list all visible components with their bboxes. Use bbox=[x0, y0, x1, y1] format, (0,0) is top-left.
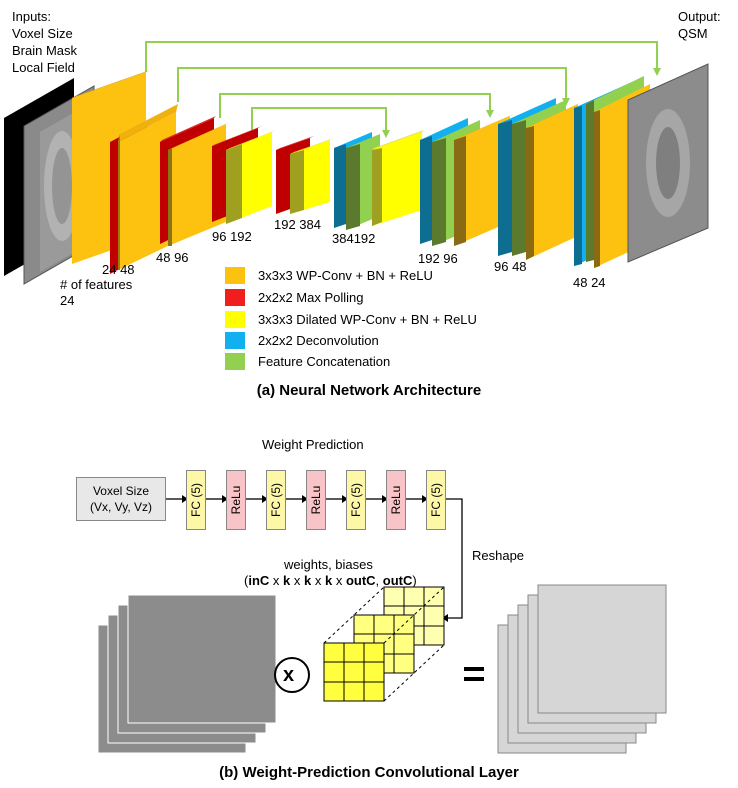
legend-label-concat: Feature Concatenation bbox=[258, 354, 391, 369]
feature-count-enc2: 48 96 bbox=[156, 250, 189, 265]
voxel-size-box: Voxel Size (Vx, Vy, Vz) bbox=[76, 477, 166, 521]
multiply-operator bbox=[274, 657, 310, 693]
dec2-dilated-block bbox=[372, 130, 424, 226]
skip-connection-4 bbox=[251, 107, 387, 132]
kernel-grids bbox=[323, 586, 445, 702]
bias-out-channels: outC bbox=[382, 573, 413, 588]
legend-swatch-conv bbox=[225, 267, 245, 284]
skip-connection-2 bbox=[177, 67, 567, 102]
legend-swatch-dilated bbox=[225, 311, 245, 328]
output-qsm: QSM bbox=[678, 26, 708, 41]
feature-count-dec1: 96 48 bbox=[494, 259, 527, 274]
output-image bbox=[627, 63, 709, 263]
feature-count-enc1: 24 48 bbox=[102, 262, 135, 277]
outputs-heading: Output: bbox=[678, 9, 721, 24]
fc-layer-1-label: FC (5) bbox=[189, 483, 203, 517]
weight-prediction-title: Weight Prediction bbox=[262, 437, 364, 452]
feature-count-dec2: 192 96 bbox=[418, 251, 458, 266]
dec0-conv-block bbox=[526, 102, 582, 260]
reshape-label: Reshape bbox=[472, 548, 525, 563]
legend-swatch-deconv bbox=[225, 332, 245, 349]
num-features-caption: # of features bbox=[60, 277, 133, 292]
input-brain-mask: Brain Mask bbox=[12, 43, 78, 58]
fc-layer-1: FC (5) bbox=[186, 470, 206, 530]
fc-layer-2: FC (5) bbox=[266, 470, 286, 530]
feature-count-enc3: 96 192 bbox=[212, 229, 252, 244]
relu-layer-1-label: ReLu bbox=[229, 485, 243, 515]
skip-connection-3 bbox=[219, 93, 491, 118]
legend-swatch-pool bbox=[225, 289, 245, 306]
chain-arrows bbox=[166, 498, 463, 619]
caption-a: (a) Neural Network Architecture bbox=[256, 382, 482, 399]
fc-layer-3: FC (5) bbox=[346, 470, 366, 530]
fc-layer-3-label: FC (5) bbox=[349, 483, 363, 517]
dec2-concat-block bbox=[346, 134, 380, 230]
feature-count-bottleneck: 192 384 bbox=[274, 217, 321, 232]
bottleneck-dilated-block bbox=[290, 138, 334, 214]
architecture-diagram bbox=[4, 41, 709, 285]
inputs-label: Inputs: Voxel Size Brain Mask Local Fiel… bbox=[12, 8, 77, 76]
skip-connection-1 bbox=[145, 41, 658, 72]
output-feature-stack bbox=[497, 584, 667, 754]
input-feature-stack bbox=[97, 594, 277, 754]
input-local-field: Local Field bbox=[12, 60, 75, 75]
feature-count-dec3: 384192 bbox=[332, 231, 376, 246]
enc1-conv-block bbox=[168, 122, 230, 246]
weights-biases-label: weights, biases bbox=[284, 557, 373, 572]
chain-arrowheads bbox=[182, 495, 448, 622]
relu-layer-3: ReLu bbox=[386, 470, 406, 530]
enc2-dilated-block bbox=[226, 130, 276, 224]
fc-layer-2-label: FC (5) bbox=[269, 483, 283, 517]
relu-layer-2: ReLu bbox=[306, 470, 326, 530]
legend-label-conv: 3x3x3 WP-Conv + BN + ReLU bbox=[258, 268, 433, 283]
legend-label-dilated: 3x3x3 Dilated WP-Conv + BN + ReLU bbox=[258, 312, 477, 327]
out-channels: outC bbox=[345, 573, 376, 588]
inputs-heading: Inputs: bbox=[12, 9, 52, 24]
voxel-size-components: (Vx, Vy, Vz) bbox=[89, 500, 152, 514]
fc-layer-4-label: FC (5) bbox=[429, 483, 443, 517]
in-channels: inC bbox=[248, 573, 270, 588]
voxel-size-label: Voxel Size bbox=[92, 484, 150, 498]
weights-shape-label: (inC x k x k x k x outC, outC) bbox=[244, 573, 417, 588]
kernel-cube-edges bbox=[323, 586, 445, 702]
fc-layer-4: FC (5) bbox=[426, 470, 446, 530]
equals-operator bbox=[464, 667, 484, 681]
weight-prediction-diagram bbox=[97, 495, 667, 754]
relu-layer-2-label: ReLu bbox=[309, 485, 323, 515]
legend-label-deconv: 2x2x2 Deconvolution bbox=[258, 333, 379, 348]
dec1-conv-block bbox=[454, 114, 514, 246]
input-voxel-size: Voxel Size bbox=[12, 26, 73, 41]
skip-connections bbox=[145, 41, 658, 132]
legend-swatch-concat bbox=[225, 353, 245, 370]
kernel-grid-front bbox=[323, 642, 385, 702]
feature-count-dec0: 48 24 bbox=[573, 275, 606, 290]
outputs-label: Output: QSM bbox=[678, 8, 721, 42]
multiply-symbol: x bbox=[283, 664, 295, 686]
caption-b: (b) Weight-Prediction Convolutional Laye… bbox=[219, 764, 519, 781]
legend-label-pool: 2x2x2 Max Polling bbox=[258, 290, 364, 305]
feature-count-first: 24 bbox=[60, 293, 75, 308]
relu-layer-1: ReLu bbox=[226, 470, 246, 530]
relu-layer-3-label: ReLu bbox=[389, 485, 403, 515]
